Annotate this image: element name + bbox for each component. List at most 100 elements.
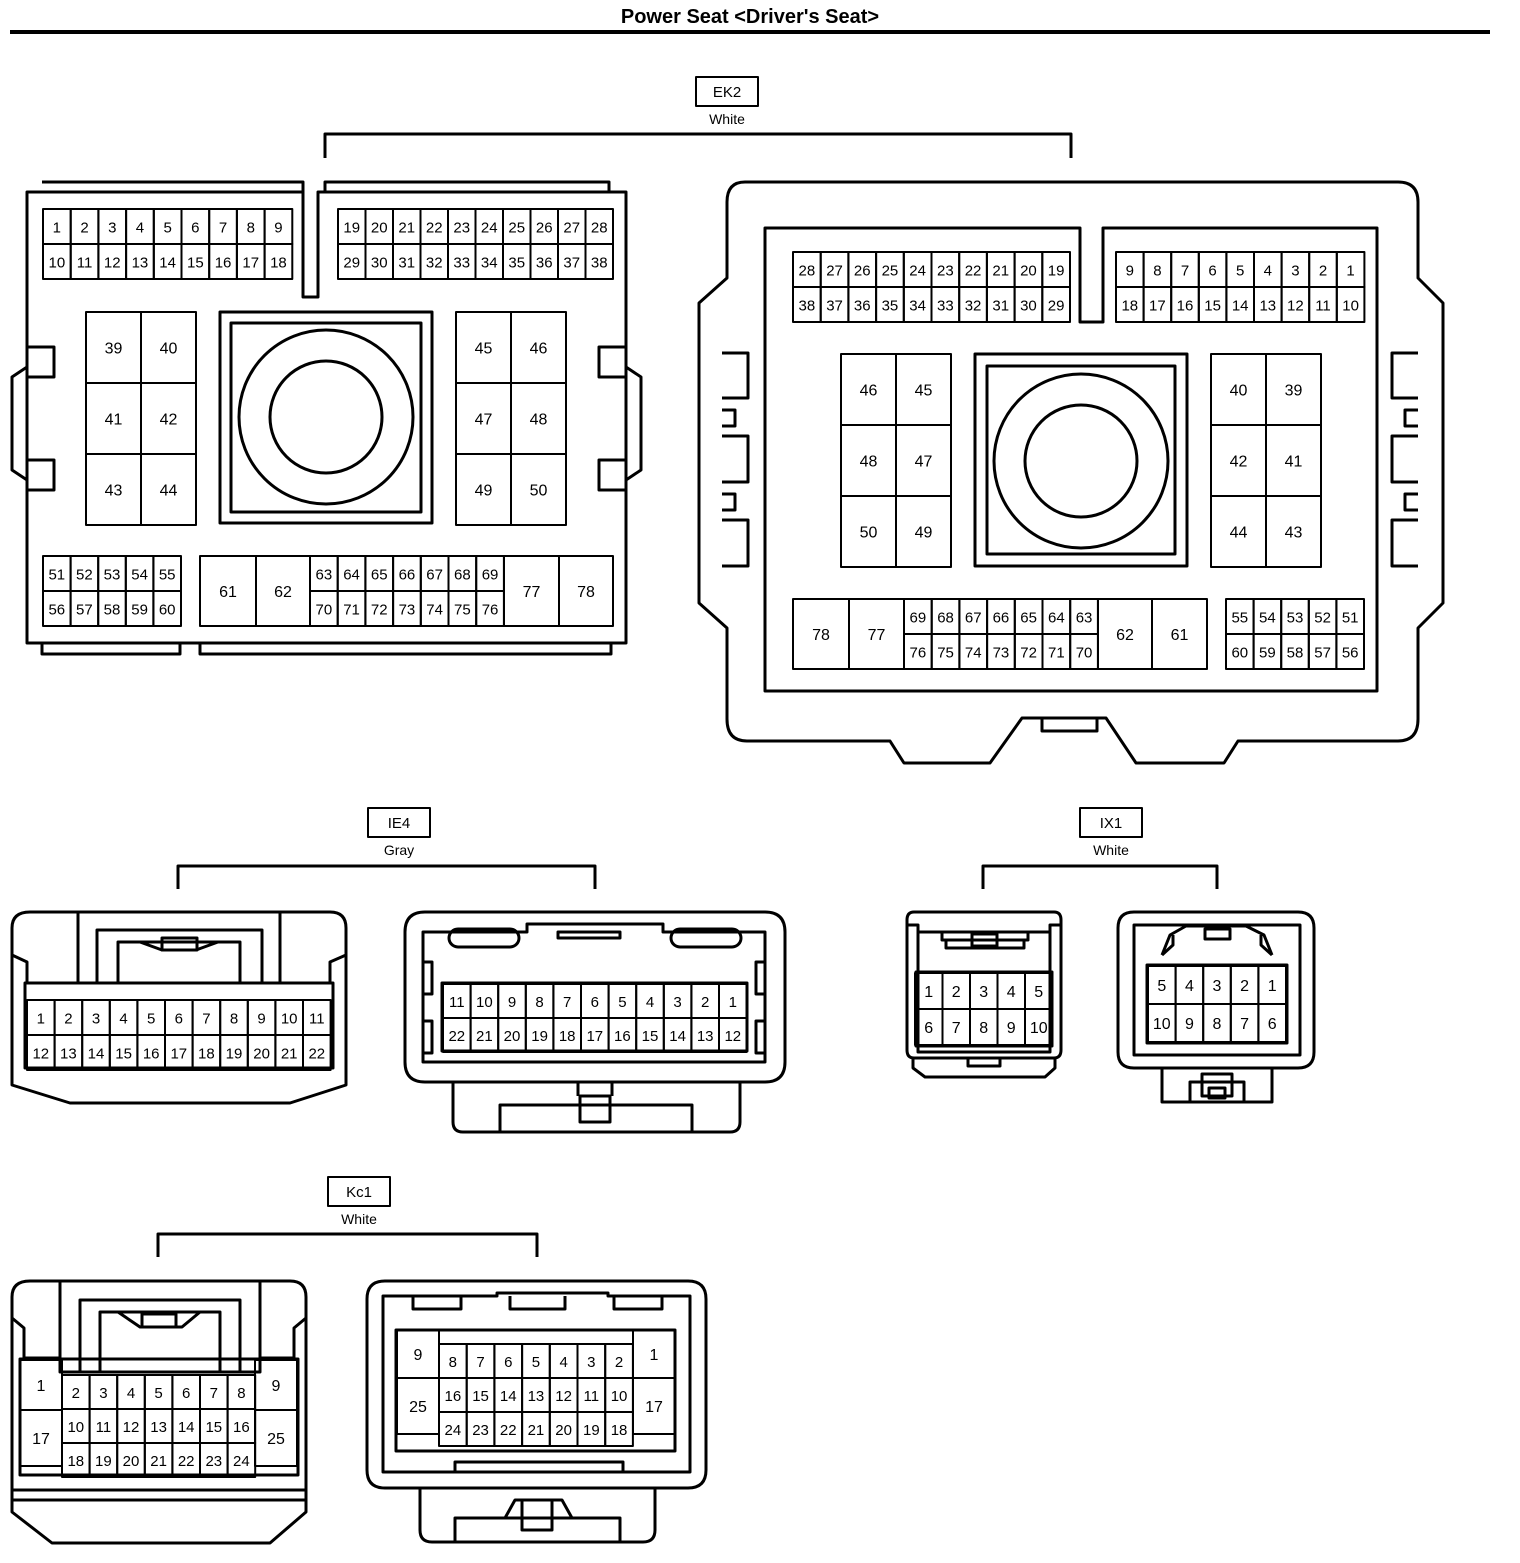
ek2-right-pin-45: 45 <box>895 353 952 426</box>
ek2-left-pin-4: 4 <box>125 208 155 245</box>
ie4-right-pin-22: 22 <box>442 1017 472 1053</box>
ek2-left-pin-4-number: 4 <box>136 220 144 237</box>
ek2-left-pin-77-number: 77 <box>523 584 541 601</box>
ek2-left-pin-11-number: 11 <box>77 255 93 272</box>
ek2-right-pin-32: 32 <box>958 286 988 323</box>
ix1-right-pin-3: 3 <box>1202 965 1232 1005</box>
ie4-right-pin-3: 3 <box>662 983 693 1019</box>
ek2-right-pin-53: 53 <box>1280 598 1310 635</box>
kc1-left-pin-3: 3 <box>88 1374 119 1410</box>
ek2-left-pin-2-number: 2 <box>80 220 88 237</box>
ek2-right-pin-40-number: 40 <box>1230 383 1248 400</box>
ek2-right-pin-68: 68 <box>930 598 961 635</box>
kc1-left-pin-6: 6 <box>171 1374 201 1410</box>
kc1-right-pin-5: 5 <box>521 1343 551 1379</box>
ek2-left-pin-9-number: 9 <box>274 220 282 237</box>
ek2-label: EK2 White <box>323 76 1073 158</box>
kc1-right-pin-17: 17 <box>632 1377 676 1435</box>
ek2-bracket <box>323 132 1073 158</box>
ek2-right-pin-38: 38 <box>792 286 822 323</box>
kc1-left-pin-7-number: 7 <box>210 1385 218 1402</box>
kc1-right-pin-3: 3 <box>576 1343 607 1379</box>
ek2-right-pin-73-number: 73 <box>993 645 1010 662</box>
ek2-right-pin-66-number: 66 <box>993 610 1010 627</box>
ek2-right-pin-54-number: 54 <box>1259 610 1276 627</box>
ie4-right-pin-6: 6 <box>580 983 610 1019</box>
ie4-left-pin-11: 11 <box>302 999 332 1036</box>
ek2-right-pin-18: 18 <box>1115 286 1145 323</box>
ek2-left-pin-1-number: 1 <box>53 220 61 237</box>
ek2-right-pin-18-number: 18 <box>1121 298 1138 315</box>
ek2-left-pin-74-number: 74 <box>426 602 443 619</box>
ek2-right-pin-55-number: 55 <box>1231 610 1248 627</box>
kc1-left-pin-15: 15 <box>199 1408 229 1444</box>
ek2-right-pin-37-number: 37 <box>826 298 843 315</box>
ek2-left-pin-49: 49 <box>455 453 512 526</box>
ie4-left-pin-8: 8 <box>219 999 249 1036</box>
ek2-right-pin-27-number: 27 <box>826 263 843 280</box>
ek2-right-pin-69: 69 <box>903 598 933 635</box>
ie4-left-pin-17: 17 <box>164 1034 194 1071</box>
ek2-left-pin-66-number: 66 <box>399 567 416 584</box>
ek2-left-pin-20-number: 20 <box>371 220 388 237</box>
kc1-right-pin-23-number: 23 <box>472 1422 489 1439</box>
ek2-right-pin-39-number: 39 <box>1285 383 1303 400</box>
ek2-left-pin-52-number: 52 <box>76 567 93 584</box>
ek2-left-pin-32: 32 <box>419 243 449 280</box>
ek2-left-pin-64: 64 <box>336 555 367 592</box>
ek2-right-pin-62: 62 <box>1097 598 1153 670</box>
ek2-left-pin-34-number: 34 <box>481 255 498 272</box>
ek2-right-pin-4: 4 <box>1253 251 1283 288</box>
ek2-left-pin-31-number: 31 <box>398 255 415 272</box>
ek2-right-pin-2-number: 2 <box>1319 263 1327 280</box>
kc1-right-pin-16-number: 16 <box>445 1388 462 1405</box>
kc1-right-pin-9-number: 9 <box>414 1347 423 1364</box>
kc1-right-pin-1: 1 <box>632 1329 676 1379</box>
kc1-right-pin-6-number: 6 <box>504 1354 512 1371</box>
ie4-right-pin-22-number: 22 <box>448 1028 465 1045</box>
ek2-left-pin-67-number: 67 <box>426 567 443 584</box>
ek2-right-pin-29: 29 <box>1041 286 1072 323</box>
ix1-left-pin-5: 5 <box>1024 972 1054 1010</box>
ek2-left-pin-41-number: 41 <box>105 412 123 429</box>
kc1-left-pin-23-number: 23 <box>205 1453 222 1470</box>
ix1-right-pin-9: 9 <box>1174 1003 1205 1043</box>
kc1-left-pin-19-number: 19 <box>95 1453 112 1470</box>
ek2-left-pin-75: 75 <box>447 590 478 627</box>
ek2-right-pin-22-number: 22 <box>965 263 982 280</box>
ix1-left-pin-10-number: 10 <box>1030 1020 1048 1037</box>
ek2-left-pin-17-number: 17 <box>242 255 259 272</box>
ie4-right-pin-21-number: 21 <box>476 1028 493 1045</box>
ek2-right-pin-19: 19 <box>1041 251 1072 288</box>
kc1-right-pin-12: 12 <box>548 1377 579 1413</box>
ek2-left-pin-14: 14 <box>152 243 183 280</box>
ek2-right-pin-44: 44 <box>1210 495 1267 568</box>
ek2-left-pin-7: 7 <box>208 208 238 245</box>
kc1-left-pin-24: 24 <box>226 1442 257 1478</box>
ek2-right-pin-60-number: 60 <box>1231 645 1248 662</box>
ix1-left-pin-8: 8 <box>969 1008 999 1046</box>
ie4-left-pin-10-number: 10 <box>281 1011 298 1028</box>
ek2-right-pin-40: 40 <box>1210 353 1267 426</box>
ek2-right-pin-24-number: 24 <box>909 263 926 280</box>
ek2-right-pin-20: 20 <box>1013 251 1044 288</box>
ek2-left-pin-15: 15 <box>180 243 211 280</box>
ek2-left-pin-27: 27 <box>557 208 587 245</box>
ie4-left-pin-22-number: 22 <box>308 1046 325 1063</box>
ek2-right-pin-51: 51 <box>1335 598 1366 635</box>
ek2-right-pin-49-number: 49 <box>915 525 933 542</box>
kc1-left-pin-11: 11 <box>88 1408 119 1444</box>
kc1-right-pin-20-number: 20 <box>555 1422 572 1439</box>
ie4-left-pin-7: 7 <box>191 999 222 1036</box>
kc1-right-pin-21-number: 21 <box>528 1422 545 1439</box>
ie4-left-pin-19: 19 <box>219 1034 249 1071</box>
kc1-left-pin-22-number: 22 <box>178 1453 195 1470</box>
ek2-left-pin-48-number: 48 <box>530 412 548 429</box>
ek2-left-pin-12: 12 <box>97 243 128 280</box>
ie4-color: Gray <box>384 842 414 858</box>
ek2-left-pin-30: 30 <box>364 243 394 280</box>
kc1-right-pin-2-number: 2 <box>615 1354 623 1371</box>
ie4-right-pin-5-number: 5 <box>618 994 626 1011</box>
ie4-right-pin-3-number: 3 <box>673 994 681 1011</box>
ek2-left-pin-59-number: 59 <box>131 602 148 619</box>
